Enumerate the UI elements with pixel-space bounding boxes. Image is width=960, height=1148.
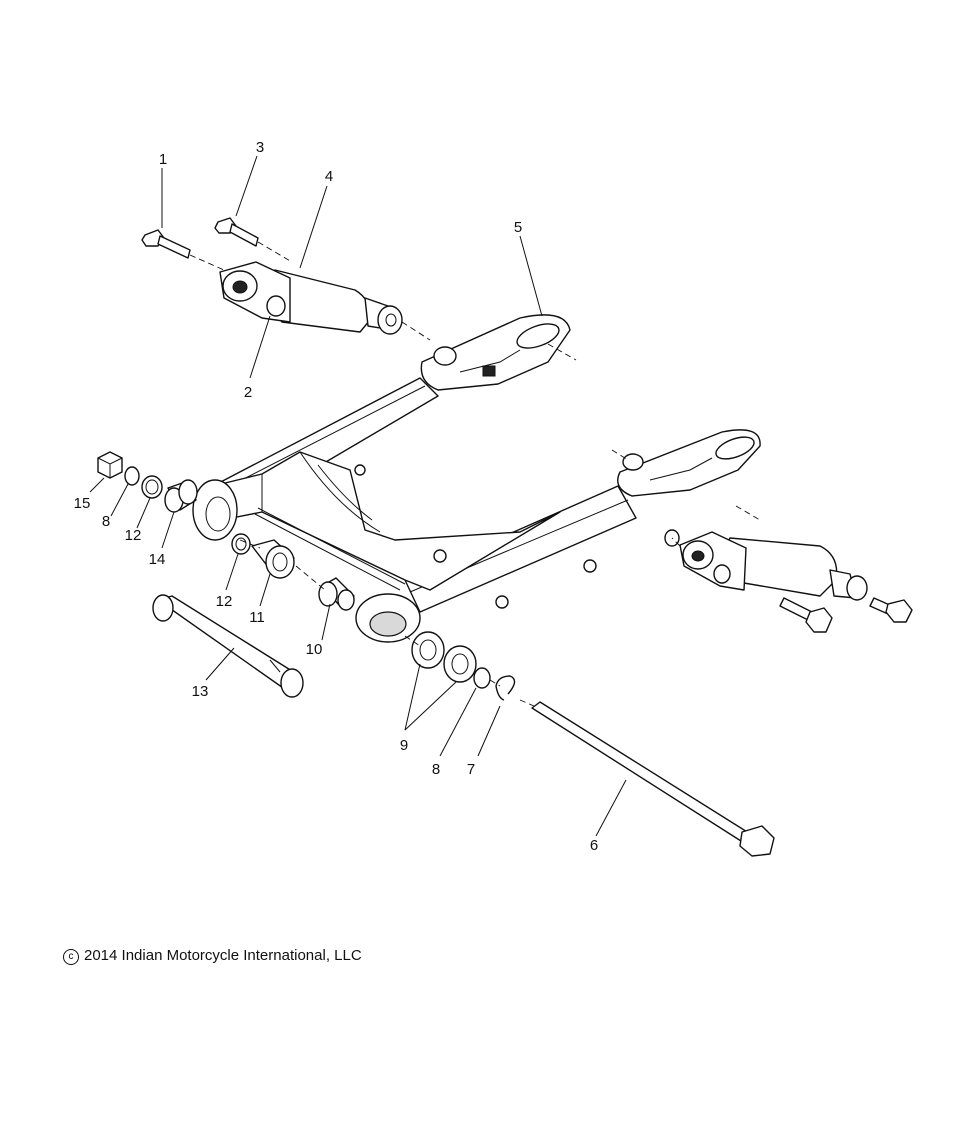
copyright-notice: c 2014 Indian Motorcycle International, L… xyxy=(63,947,362,965)
callout-9: 9 xyxy=(400,737,408,754)
right-shock-mount-bracket xyxy=(617,429,761,497)
callout-13: 13 xyxy=(192,683,209,700)
bolt-right-long xyxy=(779,597,833,633)
rear-shock-right xyxy=(679,531,868,601)
seal-12-lower xyxy=(231,533,251,555)
nut-15 xyxy=(97,451,123,479)
bearing-9b xyxy=(443,645,477,683)
spacer-14 xyxy=(164,479,198,513)
bearing-9a xyxy=(411,631,445,669)
callout-11: 11 xyxy=(249,609,265,626)
callout-6: 6 xyxy=(590,837,598,854)
washer-8-left xyxy=(124,466,140,486)
callout-3: 3 xyxy=(256,139,264,156)
seal-12-left xyxy=(141,475,163,499)
callout-1: 1 xyxy=(159,151,167,168)
spacer-11 xyxy=(251,539,295,579)
axle-6 xyxy=(531,701,775,857)
callout-14: 14 xyxy=(149,551,166,568)
callout-2: 2 xyxy=(244,384,252,401)
callout-10: 10 xyxy=(306,641,323,658)
callout-8-left: 8 xyxy=(102,513,110,530)
copyright-symbol: c xyxy=(63,949,79,965)
callout-4: 4 xyxy=(325,168,333,185)
callout-numbers: 1 2 3 4 5 6 7 8 8 9 10 11 12 12 13 14 15 xyxy=(74,139,599,854)
washer-8-right xyxy=(473,667,491,689)
bolt-right-short xyxy=(869,597,913,623)
upper-shock-mount-bracket xyxy=(420,314,571,391)
alignment-lines xyxy=(189,241,761,707)
copyright-text: 2014 Indian Motorcycle International, LL… xyxy=(84,947,362,964)
pivot-sleeve-13 xyxy=(152,594,304,698)
callout-8-right: 8 xyxy=(432,761,440,778)
leader-lines xyxy=(89,155,627,837)
callout-5: 5 xyxy=(514,219,522,236)
callout-7: 7 xyxy=(467,761,475,778)
swingarm xyxy=(192,377,637,643)
callout-12-upper: 12 xyxy=(125,527,142,544)
bolt-3 xyxy=(214,217,259,247)
circlip-7 xyxy=(495,675,516,701)
callout-15: 15 xyxy=(74,495,91,512)
bushing-10 xyxy=(318,577,355,611)
callout-12-lower: 12 xyxy=(216,593,233,610)
bolt-1 xyxy=(141,229,191,259)
rear-shock-upper xyxy=(219,261,403,335)
